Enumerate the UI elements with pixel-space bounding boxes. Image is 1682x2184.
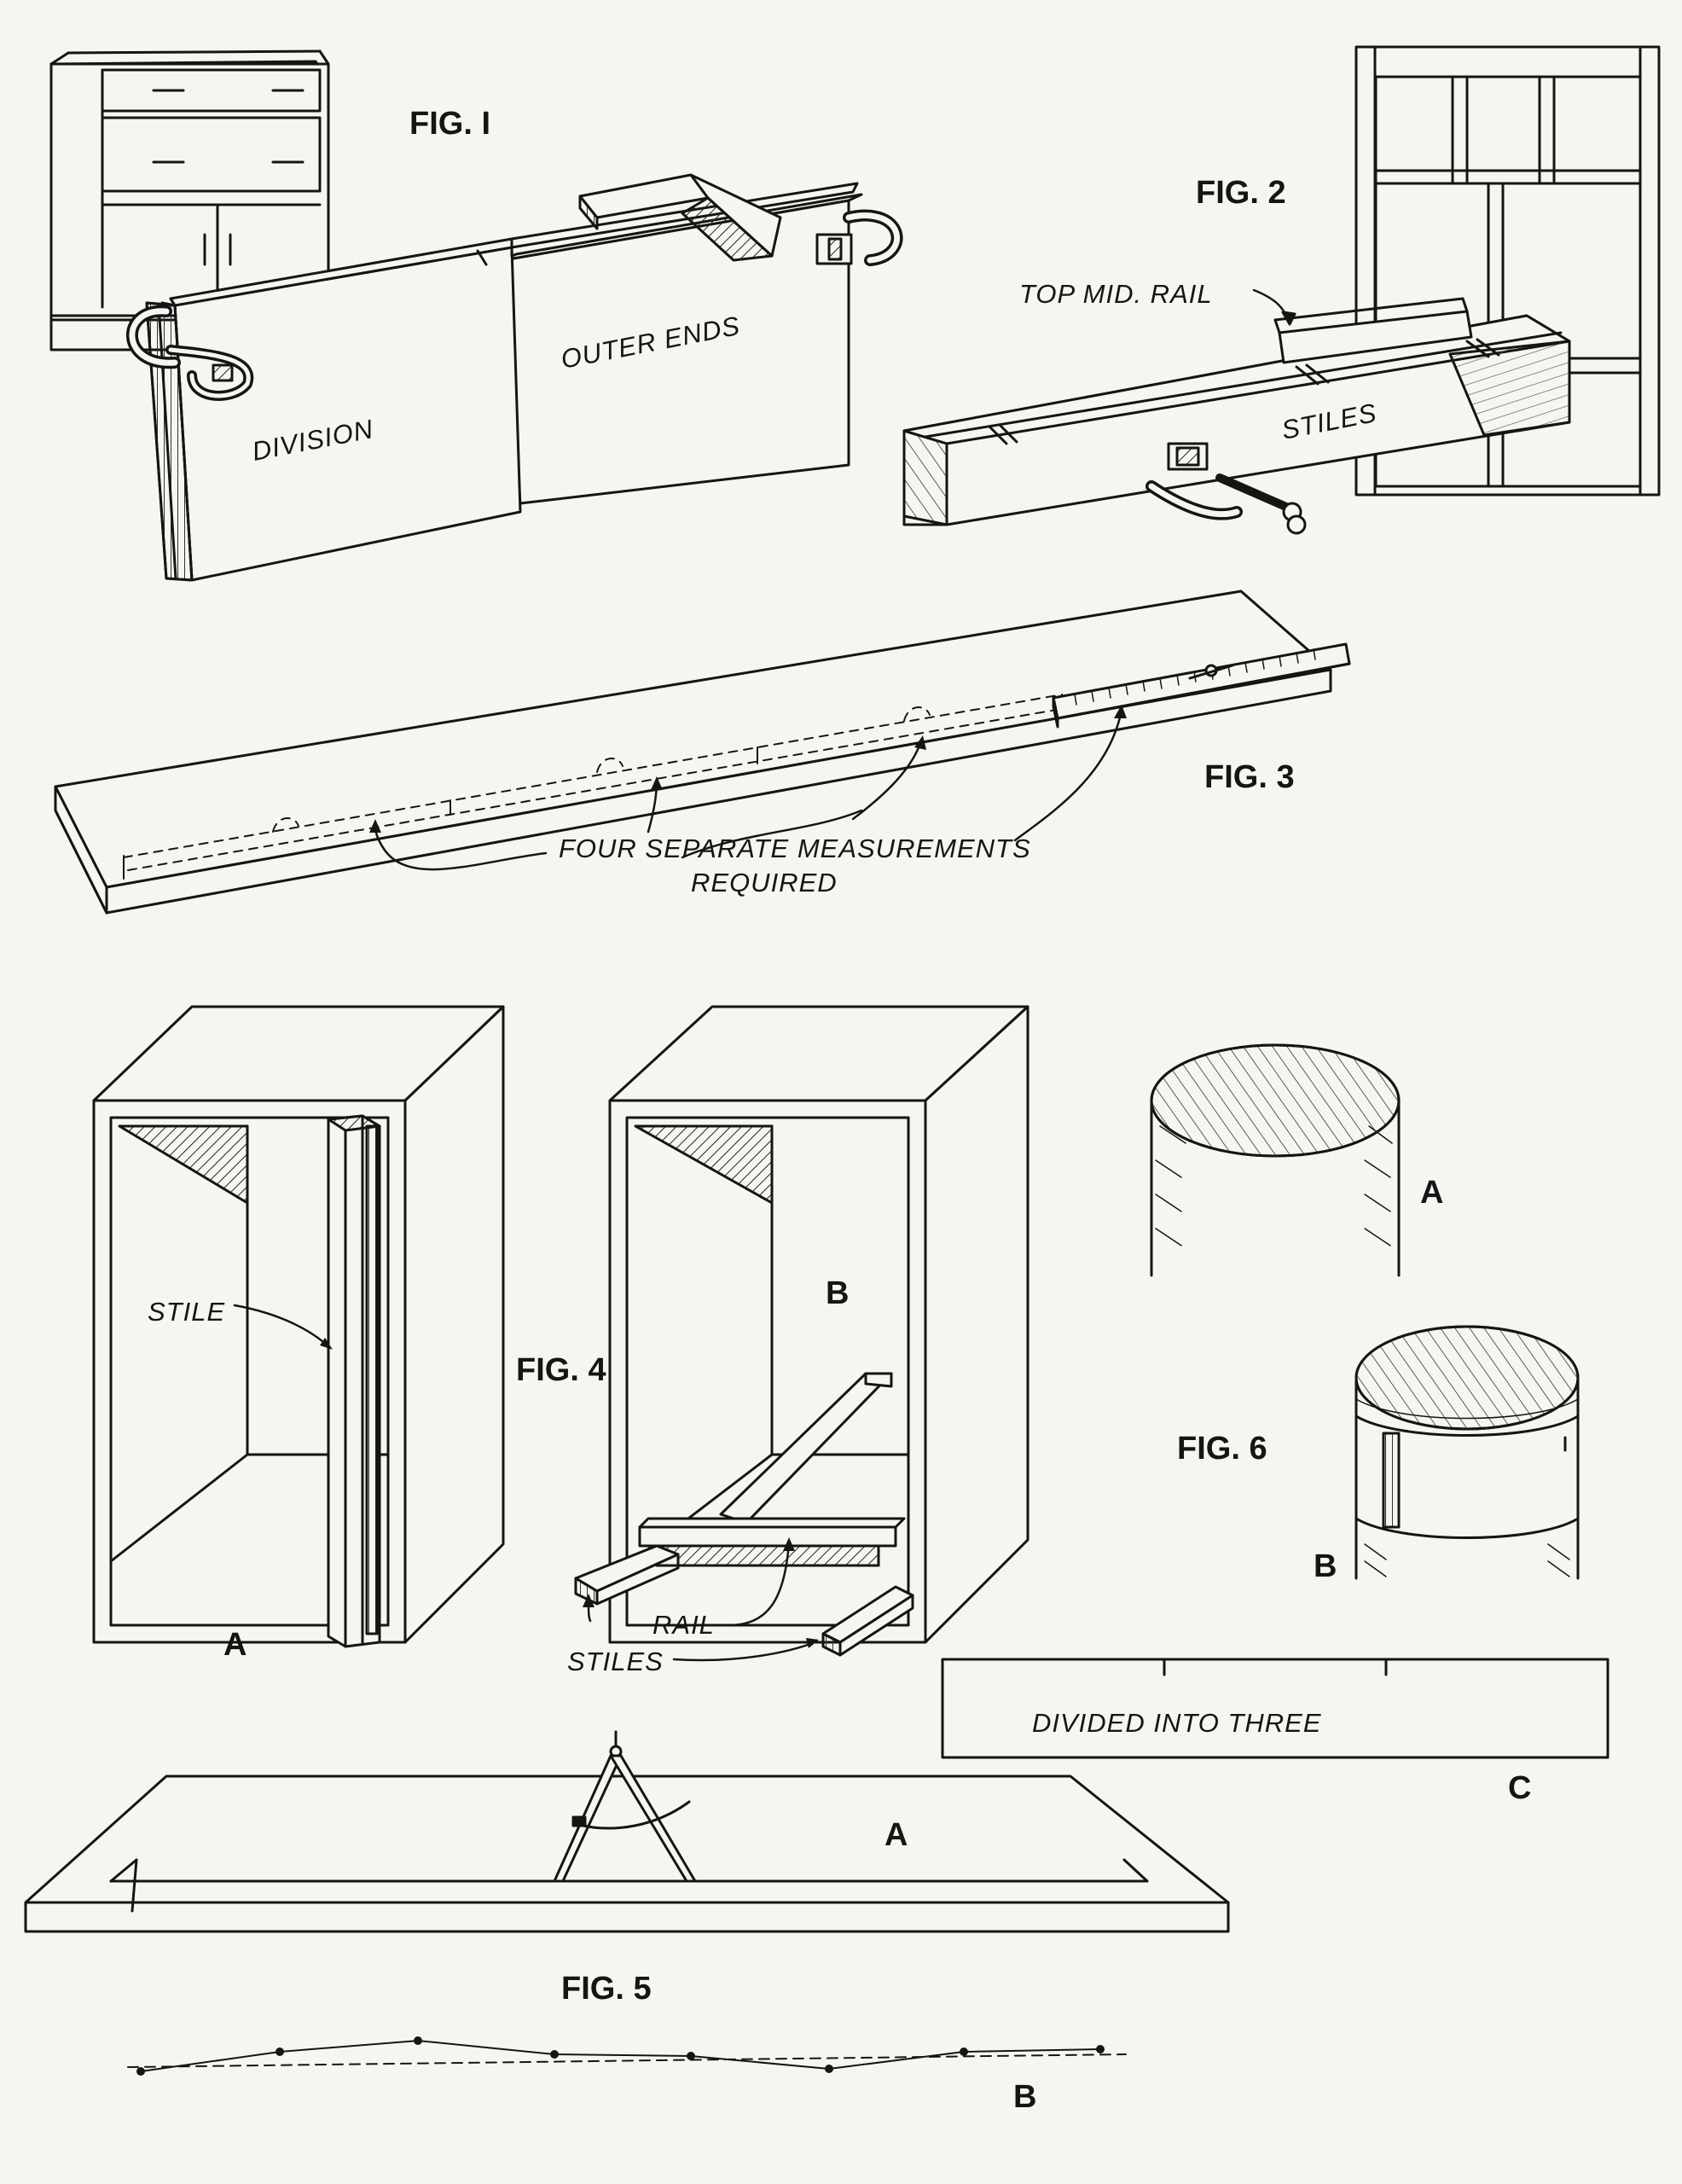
fig4b-stiles-label: STILES	[567, 1647, 664, 1676]
fig2-rail-label: TOP MID. RAIL	[1019, 279, 1213, 309]
fig1-cabinet	[49, 49, 334, 351]
fig3-rule	[1052, 642, 1351, 729]
fig4b-rail-label: RAIL	[652, 1610, 715, 1640]
fig4a-stile-arrow-icon	[320, 1338, 333, 1350]
fig6c-letter: C	[1508, 1770, 1531, 1806]
fig6c-drawing	[941, 1658, 1610, 1759]
fig4b-letter: B	[826, 1275, 849, 1311]
fig6a-letter: A	[1420, 1175, 1443, 1211]
fig5a-letter: A	[884, 1817, 908, 1853]
fig5a-drawing	[24, 1730, 1230, 1933]
fig1-batten	[578, 173, 782, 262]
fig5b-letter: B	[1013, 2079, 1036, 2115]
fig4a-drawing	[92, 1005, 505, 1648]
fig6-title: FIG. 6	[1177, 1431, 1267, 1467]
fig4b-rail-and-stiles	[574, 1372, 914, 1657]
fig3-arrowheads-icon	[369, 705, 1127, 833]
fig4b-drawing	[574, 1005, 1030, 1662]
fig2-drawing	[902, 45, 1661, 535]
fig3-note-line2: REQUIRED	[691, 868, 838, 897]
fig6b-letter: B	[1314, 1548, 1337, 1584]
fig3-note-line1: FOUR SEPARATE MEASUREMENTS	[559, 834, 1031, 863]
fig2-stile-block	[902, 314, 1571, 526]
fig6c-divided-label: DIVIDED INTO THREE	[1032, 1708, 1322, 1738]
fig6a-drawing	[1150, 1043, 1401, 1277]
fig1-drawing	[49, 49, 903, 582]
fig3-drawing	[54, 590, 1351, 915]
fig5b-drawing	[127, 2036, 1127, 2076]
fig2-top-mid-rail-block	[1273, 297, 1473, 364]
fig2-clamp	[1146, 442, 1307, 535]
fig2-rail-arrow-icon	[1281, 311, 1296, 326]
fig6b-drawing	[1354, 1325, 1580, 1580]
fig4b-arrowheads-icon	[583, 1537, 819, 1648]
fig3-board	[54, 590, 1332, 915]
fig1-clamp-left	[126, 305, 254, 401]
fig4a-letter: A	[223, 1627, 246, 1663]
fig5-dividers-icon	[553, 1730, 697, 1883]
fig4-title: FIG. 4	[516, 1352, 606, 1388]
fig5-title: FIG. 5	[561, 1971, 652, 2007]
fig2-title: FIG. 2	[1196, 175, 1286, 211]
fig4a-stile	[327, 1114, 381, 1648]
fig1-clamp-right	[815, 209, 903, 266]
fig3-title: FIG. 3	[1204, 759, 1295, 795]
fig4b-carcase	[608, 1005, 1030, 1644]
fig4a-stile-label: STILE	[148, 1297, 225, 1327]
fig4a-stile-leader	[233, 1304, 330, 1348]
fig1-title: FIG. I	[409, 106, 490, 142]
fig1-panel-edges	[145, 297, 194, 582]
fig3-dashed-measure-line	[123, 694, 1067, 871]
